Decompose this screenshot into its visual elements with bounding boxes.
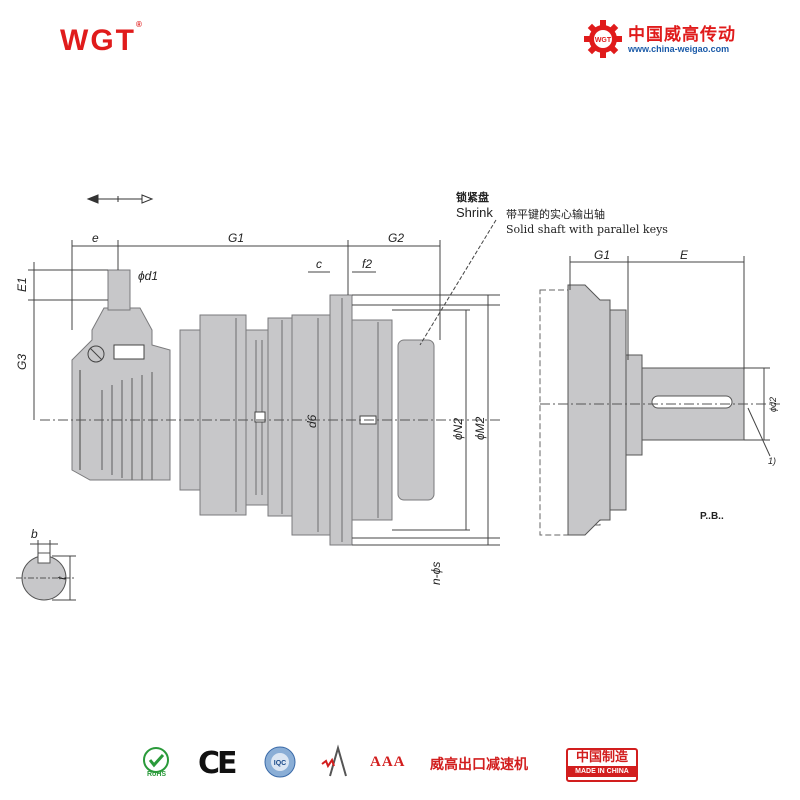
ce-mark: CE: [198, 746, 237, 781]
company-name-cn: 威高出口减速机: [430, 757, 528, 773]
solid-shaft-label-en: Solid shaft with parallel keys: [506, 223, 668, 236]
dim-d6: d6: [305, 414, 319, 428]
rohs-label: RoHS: [147, 771, 167, 778]
bolt-marker: [254, 411, 266, 423]
gear-logo-icon: WGT: [584, 20, 622, 58]
shaft-dimensions: [569, 256, 771, 457]
dim-g3: G3: [15, 354, 29, 370]
leader-line: [419, 219, 497, 346]
key-section-detail: [16, 540, 76, 601]
solid-shaft-view: [539, 284, 780, 536]
dim-c: c: [316, 257, 322, 271]
cert-icons: IQC: [143, 744, 347, 778]
variant-label: P..B..: [700, 511, 724, 522]
input-shaft: [107, 269, 131, 311]
dim-d1: ϕd1: [138, 269, 158, 283]
dim-g2: G2: [388, 231, 404, 245]
registered-mark: ®: [135, 20, 144, 29]
input-detail: [79, 344, 145, 470]
wgt-logo: WGT®: [60, 20, 144, 58]
brand-name-cn: 中国威高传动: [628, 25, 736, 45]
rohs-icon: [143, 747, 169, 773]
dim-e-right: E: [680, 248, 689, 262]
dim-e1: E1: [15, 277, 29, 292]
shrink-disc: [397, 339, 435, 501]
dim-n2: ϕN2: [451, 418, 465, 440]
dim-b: b: [31, 527, 38, 541]
shrink-disc-label-cn: 锁紧盘: [456, 191, 489, 204]
made-in-china-badge: 中国制造 MADE IN CHINA: [566, 748, 638, 782]
svg-text:IQC: IQC: [274, 760, 286, 767]
gearbox-body: [71, 269, 435, 546]
made-in-china-cn: 中国制造: [575, 750, 628, 765]
dim-ns: n-ϕs: [429, 562, 443, 585]
footnote-marker: 1): [768, 456, 776, 466]
cooling-fins: [101, 372, 153, 480]
made-in-china-en: MADE IN CHINA: [568, 766, 636, 777]
flange-dimensions: [352, 294, 500, 546]
quality-mark-icon: [321, 744, 347, 777]
brand-block: WGT 中国威高传动 www.china-weigao.com: [582, 18, 782, 62]
shrink-disc-label-en: Shrink: [456, 205, 493, 220]
direction-arrows-icon: [86, 194, 154, 204]
svg-text:WGT: WGT: [595, 37, 612, 44]
dim-m2: ϕM2: [473, 416, 487, 440]
iqc-icon: IQC: [264, 746, 296, 778]
dim-f2: f2: [362, 257, 372, 271]
dim-g1: G1: [228, 231, 244, 245]
top-dimensions: [71, 240, 441, 340]
dim-d2: ϕd2: [768, 397, 778, 412]
brand-url: www.china-weigao.com: [628, 44, 730, 54]
logo-text: WGT: [60, 24, 136, 57]
aaa-mark: AAA: [370, 754, 406, 770]
solid-shaft-label-cn: 带平键的实心输出轴: [506, 208, 605, 221]
dim-t: t: [55, 576, 69, 580]
left-dimensions: [28, 262, 108, 420]
dim-e: e: [92, 231, 99, 245]
dim-g1-right: G1: [594, 248, 610, 262]
